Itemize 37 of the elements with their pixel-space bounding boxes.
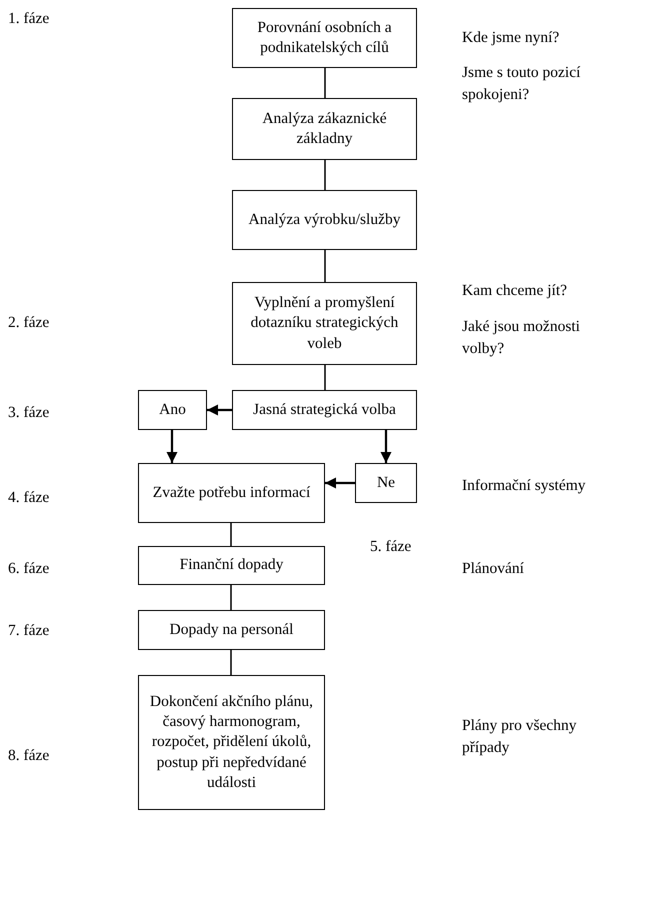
process-box: Dopady na personál [138, 610, 325, 650]
process-box: Analýza výrobku/služby [232, 190, 417, 250]
connector-line [324, 250, 326, 282]
process-box: Dokončení akčního plánu, časový harmonogram, rozpočet, přidělení úkolů, postup při nepředvídané události [138, 675, 325, 810]
arrow [325, 478, 355, 488]
process-box: Porovnání osobních a podnikatelských cílů [232, 8, 417, 68]
side-note: 4. fáze [8, 488, 50, 508]
side-note: 8. fáze [8, 746, 50, 766]
process-box: Zvažte potřebu informací [138, 463, 325, 523]
arrow [380, 430, 392, 463]
connector-line [324, 68, 326, 98]
process-box: Vyplnění a promyšlení dotazníku strategických voleb [232, 282, 417, 365]
side-note: 5. fáze [370, 537, 412, 557]
side-note: 3. fáze [8, 403, 50, 423]
side-note: Plánování [462, 559, 525, 579]
connector-line [230, 523, 232, 546]
connector-line [324, 160, 326, 190]
process-box: Ano [138, 390, 207, 430]
side-note: 2. fáze [8, 313, 50, 333]
arrow [166, 430, 178, 463]
connector-line [230, 585, 232, 610]
side-note: Plány pro všechny případy [462, 716, 578, 758]
process-box: Ne [355, 463, 417, 503]
side-note: Kde jsme nyní? [462, 28, 560, 48]
connector-line [230, 650, 232, 675]
side-note: 7. fáze [8, 621, 50, 641]
process-box: Finanční dopady [138, 546, 325, 585]
side-note: 1. fáze [8, 9, 50, 29]
process-box: Jasná strategická volba [232, 390, 417, 430]
side-note: Kam chceme jít? [462, 281, 568, 301]
side-note: Jsme s touto pozicí spokojeni? [462, 63, 582, 106]
side-note: Informační systémy [462, 476, 587, 496]
side-note: 6. fáze [8, 559, 50, 579]
side-note: Jaké jsou možnosti volby? [462, 317, 581, 360]
arrow [207, 404, 232, 416]
process-box: Analýza zákaznické základny [232, 98, 417, 160]
connector-line [324, 365, 326, 390]
